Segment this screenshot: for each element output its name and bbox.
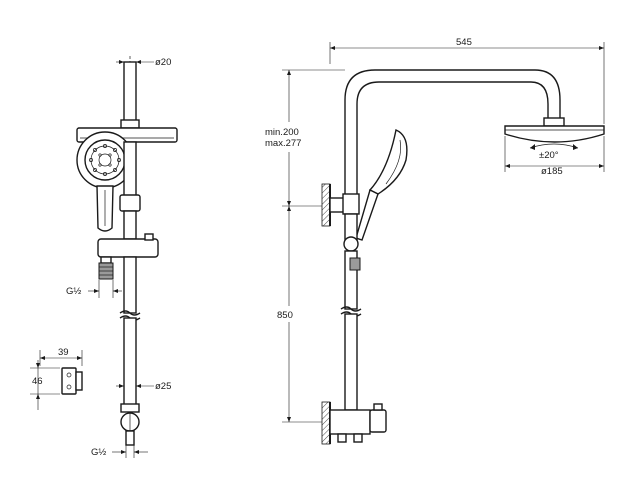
side-mixer-knob: [369, 409, 387, 433]
front-inlet-stub: [125, 430, 135, 446]
front-bar-lower-2: [123, 317, 137, 407]
label-overall-width: 545: [456, 37, 472, 48]
label-hose-thread: G½: [66, 286, 81, 297]
label-bar-diameter: ø25: [155, 381, 171, 392]
side-overhead-shower-head: [504, 125, 605, 143]
side-wall-hatch-top: [321, 183, 331, 227]
front-view-dimensions: ø20 G½ ø25 G½: [66, 57, 171, 458]
side-wall-hatch-bottom: [321, 401, 331, 445]
front-slider-knob: [119, 194, 141, 212]
label-height-max: max.277: [265, 138, 301, 149]
side-head-connector: [543, 117, 565, 127]
front-view: [76, 56, 178, 446]
front-head-connector: [120, 119, 140, 129]
label-bracket-width: 39: [58, 347, 69, 358]
front-bar-lower-1: [123, 256, 137, 314]
label-head-diameter: ø185: [541, 166, 563, 177]
side-wall-bracket: [329, 197, 345, 213]
front-top-pipe: [123, 61, 137, 127]
front-bar-upper: [123, 141, 137, 203]
side-mixer-body: [329, 409, 371, 435]
front-slider-holder: [97, 238, 159, 258]
bracket-detail: 39 46: [30, 347, 83, 410]
side-pipe-joint: [342, 193, 360, 215]
front-hand-shower: [76, 131, 134, 232]
label-bracket-height: 46: [32, 376, 43, 387]
side-slider: [343, 236, 359, 252]
label-tilt-angle: ±20°: [539, 150, 559, 161]
side-bar-lower-2: [344, 313, 358, 411]
bracket-body: [61, 367, 77, 395]
label-mount-height: 850: [277, 310, 293, 321]
side-view: ±20° ø185: [321, 69, 605, 445]
side-hose-nut: [349, 257, 361, 271]
label-rail-diameter: ø20: [155, 57, 171, 68]
label-height-min: min.200: [265, 127, 299, 138]
side-view-dimensions: 545 min.200 max.277 850: [265, 37, 605, 423]
side-hand-shower: [355, 129, 408, 241]
label-inlet-thread: G½: [91, 447, 106, 458]
